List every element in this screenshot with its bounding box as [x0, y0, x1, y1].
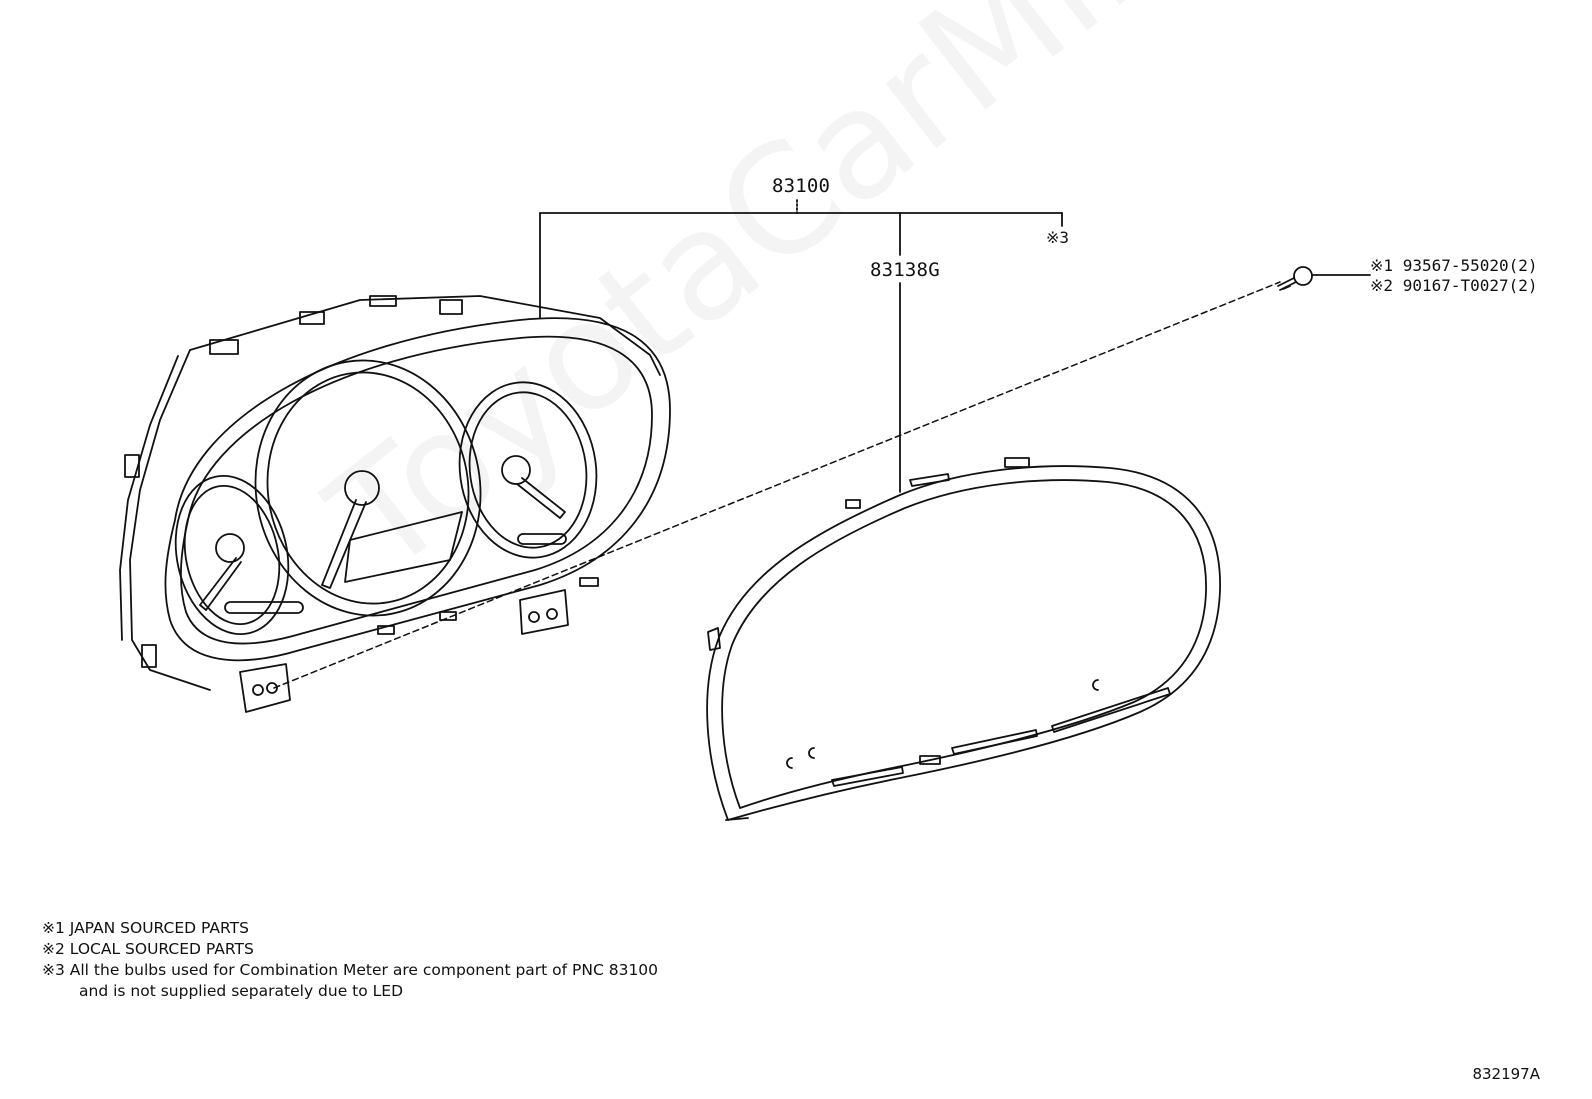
screw-part-local: ※2 90167-T0027(2) [1370, 276, 1538, 295]
combination-meter-assembly [119, 295, 671, 713]
screw-leader [273, 281, 1281, 689]
meter-glass [706, 457, 1221, 821]
screw-icon [1277, 266, 1371, 291]
note-3-continued: and is not supplied separately due to LE… [79, 982, 404, 1000]
screw-mark: ※2 [1370, 276, 1394, 295]
screw-mark: ※1 [1370, 256, 1394, 275]
note3-marker: ※3 [1046, 228, 1070, 247]
note-3: ※3 All the bulbs used for Combination Me… [42, 961, 659, 979]
illustration-code: 832197A [1472, 1065, 1540, 1083]
note-2: ※2 LOCAL SOURCED PARTS [42, 940, 254, 958]
note-1: ※1 JAPAN SOURCED PARTS [42, 919, 249, 937]
part-label-83138g: 83138G [870, 259, 940, 281]
screw-part-japan: ※1 93567-55020(2) [1370, 256, 1538, 275]
notes-block: ※1 JAPAN SOURCED PARTS ※2 LOCAL SOURCED … [42, 918, 658, 1002]
leader-83100 [539, 199, 1063, 493]
screw-part-number: 93567-55020(2) [1402, 256, 1538, 275]
part-label-83100: 83100 [772, 175, 831, 197]
screw-part-number: 90167-T0027(2) [1402, 276, 1538, 295]
